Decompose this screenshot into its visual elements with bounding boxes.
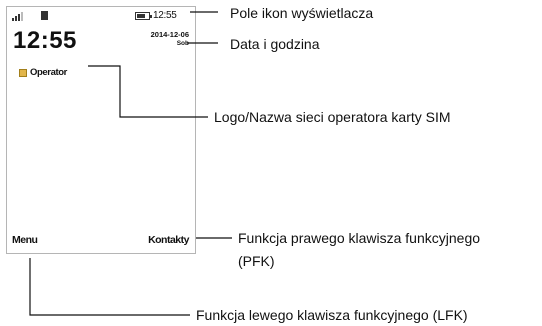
right-key-label-line2: (PFK) (238, 253, 275, 269)
operator-name: Operator (30, 67, 67, 78)
day-text: Sob (176, 40, 189, 48)
date-text: 2014-12-06 (150, 30, 189, 39)
date-time-label: Data i godzina (230, 36, 320, 52)
left-softkey[interactable]: Menu (12, 234, 38, 246)
left-key-leader (29, 258, 190, 316)
status-bar: 12:55 (7, 9, 195, 23)
right-key-label-line1: Funkcja prawego klawisza funkcyjnego (238, 230, 481, 246)
right-softkey[interactable]: Kontakty (148, 234, 189, 246)
battery-icon (135, 12, 152, 20)
operator-leader (88, 65, 208, 118)
phone-screen: 12:55 12:55 2014-12-06 Sob Operator Menu… (6, 6, 196, 254)
operator-logo-label: Logo/Nazwa sieci operatora karty SIM (214, 109, 451, 125)
operator-logo-icon (19, 69, 27, 77)
status-time: 12:55 (153, 10, 177, 21)
icon-bar-label: Pole ikon wyświetlacza (230, 5, 374, 21)
sim-card-icon (41, 11, 48, 20)
clock: 12:55 (13, 27, 77, 54)
signal-icon (12, 12, 23, 21)
date-display: 2014-12-06 Sob (150, 30, 189, 48)
left-key-label: Funkcja lewego klawisza funkcyjnego (LFK… (196, 307, 468, 323)
